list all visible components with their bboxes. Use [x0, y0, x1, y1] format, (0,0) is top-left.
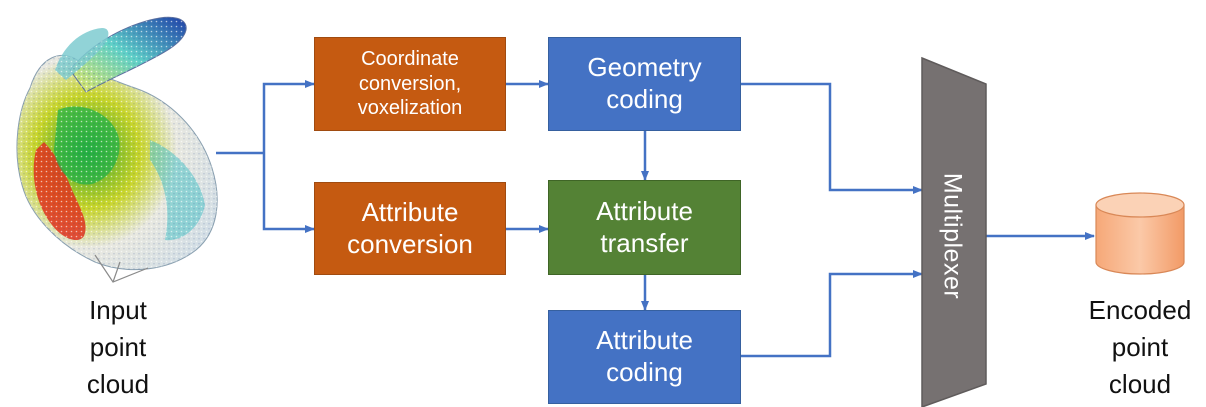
multiplexer-label: Multiplexer	[938, 172, 967, 300]
connectors	[216, 80, 1095, 358]
database-cylinder-icon	[1095, 192, 1185, 275]
bunny-wire-legs	[94, 254, 149, 283]
bunny-point-cloud-icon	[16, 16, 218, 283]
attribute-transfer-box: Attribute transfer	[548, 180, 741, 275]
coordinate-conversion-box: Coordinate conversion, voxelization	[314, 37, 506, 131]
attribute-conversion-box: Attribute conversion	[314, 182, 506, 275]
input-point-cloud-label: Input point cloud	[86, 295, 150, 399]
arrow-to-coordinate-conversion	[262, 80, 315, 153]
arrow-geometry-to-mux	[741, 82, 923, 194]
attribute-coding-box: Attribute coding	[548, 310, 741, 404]
encoded-point-cloud-label: Encoded point cloud	[1088, 295, 1192, 399]
multiplexer-shape	[921, 56, 987, 407]
arrow-attrcoding-to-mux	[741, 270, 923, 358]
geometry-coding-box: Geometry coding	[548, 37, 741, 131]
arrow-to-attribute-conversion	[262, 153, 315, 233]
